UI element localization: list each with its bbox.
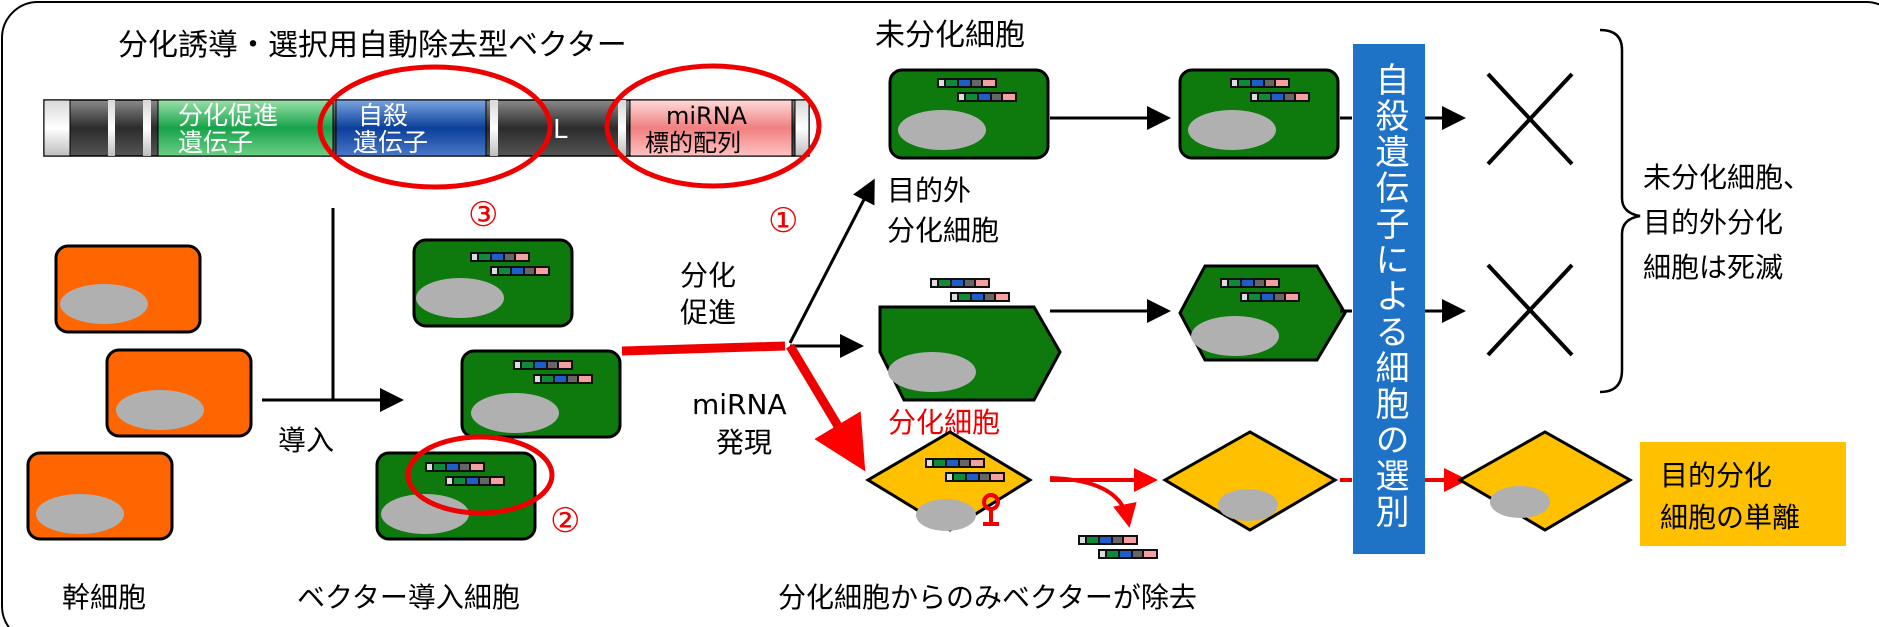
mirna-hairpin-icon: [982, 493, 1000, 526]
seg-mirna-line2: 標的配列: [645, 129, 741, 157]
suicide-gene-segment: [335, 99, 487, 157]
stem-cell-label: 幹細胞: [62, 581, 146, 614]
result-box: [1640, 442, 1846, 546]
vector-construct: 分化促進 遺伝子 自殺 遺伝子 L miRNA 標的配列: [43, 99, 810, 157]
selection-label: 自殺遺伝子による細胞の選別: [1369, 62, 1409, 530]
diff-promote-line2: 促進: [680, 296, 736, 329]
vector-title: 分化誘導・選択用自動除去型ベクター: [118, 28, 627, 63]
death-line3: 細胞は死滅: [1643, 251, 1783, 284]
diff-cell-label: 分化細胞: [888, 406, 1000, 439]
seg-linker: L: [553, 115, 568, 145]
marker-2: ②: [550, 501, 580, 541]
mirna-target-segment: [629, 99, 793, 157]
selection-box: [1353, 44, 1425, 554]
diff-cell-3: [1456, 430, 1634, 532]
result-line2: 細胞の単離: [1660, 501, 1800, 534]
highlight-ellipse-1: [604, 63, 822, 189]
vector-introduced-cells: [375, 238, 622, 541]
removal-caption: 分化細胞からのみベクターが除去: [778, 581, 1197, 614]
offtarget-line1: 目的外: [887, 174, 971, 207]
seg-diff-line2: 遺伝子: [178, 128, 253, 157]
right-brace: [1599, 28, 1641, 394]
removed-vector: [1078, 535, 1158, 559]
death-line1: 未分化細胞、: [1643, 161, 1811, 194]
offtarget-line2: 分化細胞: [887, 214, 999, 247]
marker-1: ①: [768, 201, 798, 241]
seg-diff-line1: 分化促進: [178, 101, 278, 130]
diff-promoter-gene-segment: [157, 99, 334, 157]
diff-promote-stem: [621, 341, 786, 356]
introduce-label: 導入: [278, 424, 334, 457]
death-line2: 目的外分化: [1643, 206, 1783, 239]
highlight-ellipse-2: [405, 434, 555, 516]
branch-undiff-arrow: [788, 178, 875, 344]
highlight-ellipse-3: [317, 64, 553, 190]
undiff-label: 未分化細胞: [875, 18, 1025, 53]
seg-suicide-line1: 自殺: [358, 101, 408, 130]
seg-suicide-line2: 遺伝子: [353, 128, 428, 157]
branch-diff-arrow: [786, 343, 866, 472]
diff-cell-2: [1161, 430, 1339, 532]
vector-removal-arrow: [1049, 476, 1137, 528]
seg-mirna-line1: miRNA: [666, 102, 748, 130]
death-cross-1: [1486, 72, 1574, 166]
marker-3: ③: [468, 195, 498, 235]
diff-promote-line1: 分化: [680, 259, 736, 292]
death-cross-2: [1486, 263, 1574, 357]
stem-cells: [26, 244, 253, 541]
mirna-expr-line1: miRNA: [692, 388, 787, 421]
vector-cells-label: ベクター導入細胞: [297, 581, 520, 614]
mirna-expr-line2: 発現: [716, 426, 772, 459]
result-line1: 目的分化: [1660, 459, 1772, 492]
